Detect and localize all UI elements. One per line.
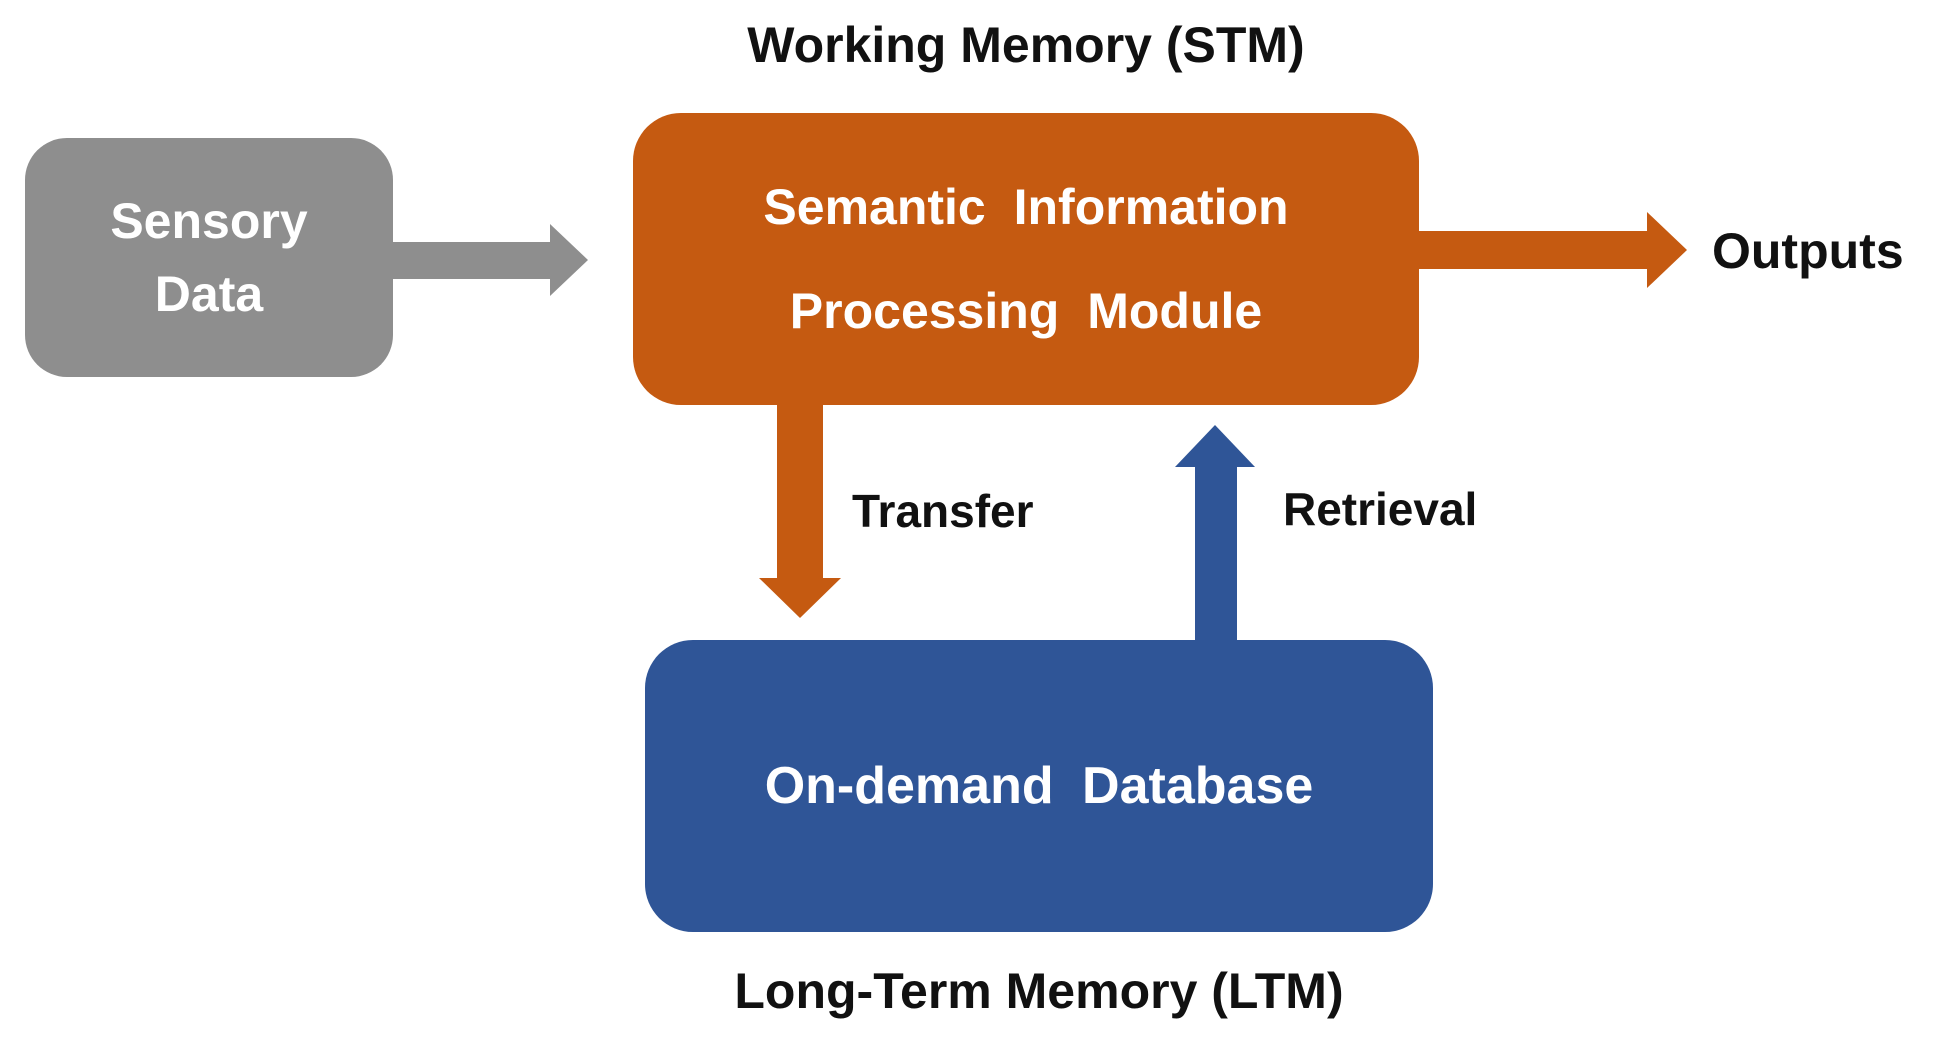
input-arrow-stem (393, 242, 550, 279)
input-arrow-right-icon (550, 224, 588, 296)
transfer-arrow-stem (777, 403, 823, 578)
retrieval-arrow-stem (1195, 466, 1237, 641)
retrieval-arrow-up-icon (1175, 425, 1255, 467)
output-arrow-stem (1418, 231, 1648, 269)
outputs-label: Outputs (1712, 223, 1904, 279)
stm-node-label-line1: Semantic Information (763, 179, 1289, 235)
long-term-memory-ltm-caption: Long-Term Memory (LTM) (734, 963, 1344, 1019)
transfer-label: Transfer (852, 485, 1034, 537)
stm-node-label-line2: Processing Module (789, 283, 1263, 339)
output-arrow-right-icon (1647, 212, 1687, 288)
working-memory-stm-caption: Working Memory (STM) (747, 17, 1305, 73)
on-demand-database-node: On-demand Database (645, 640, 1433, 932)
transfer-arrow-down-icon (759, 578, 841, 618)
semantic-processing-module-node: Semantic Information Processing Module (633, 113, 1419, 405)
sensory-data-label: Sensory Data (110, 193, 308, 322)
ltm-node-label: On-demand Database (764, 757, 1314, 815)
sensory-data-node: Sensory Data (25, 138, 393, 377)
retrieval-label: Retrieval (1283, 483, 1478, 535)
